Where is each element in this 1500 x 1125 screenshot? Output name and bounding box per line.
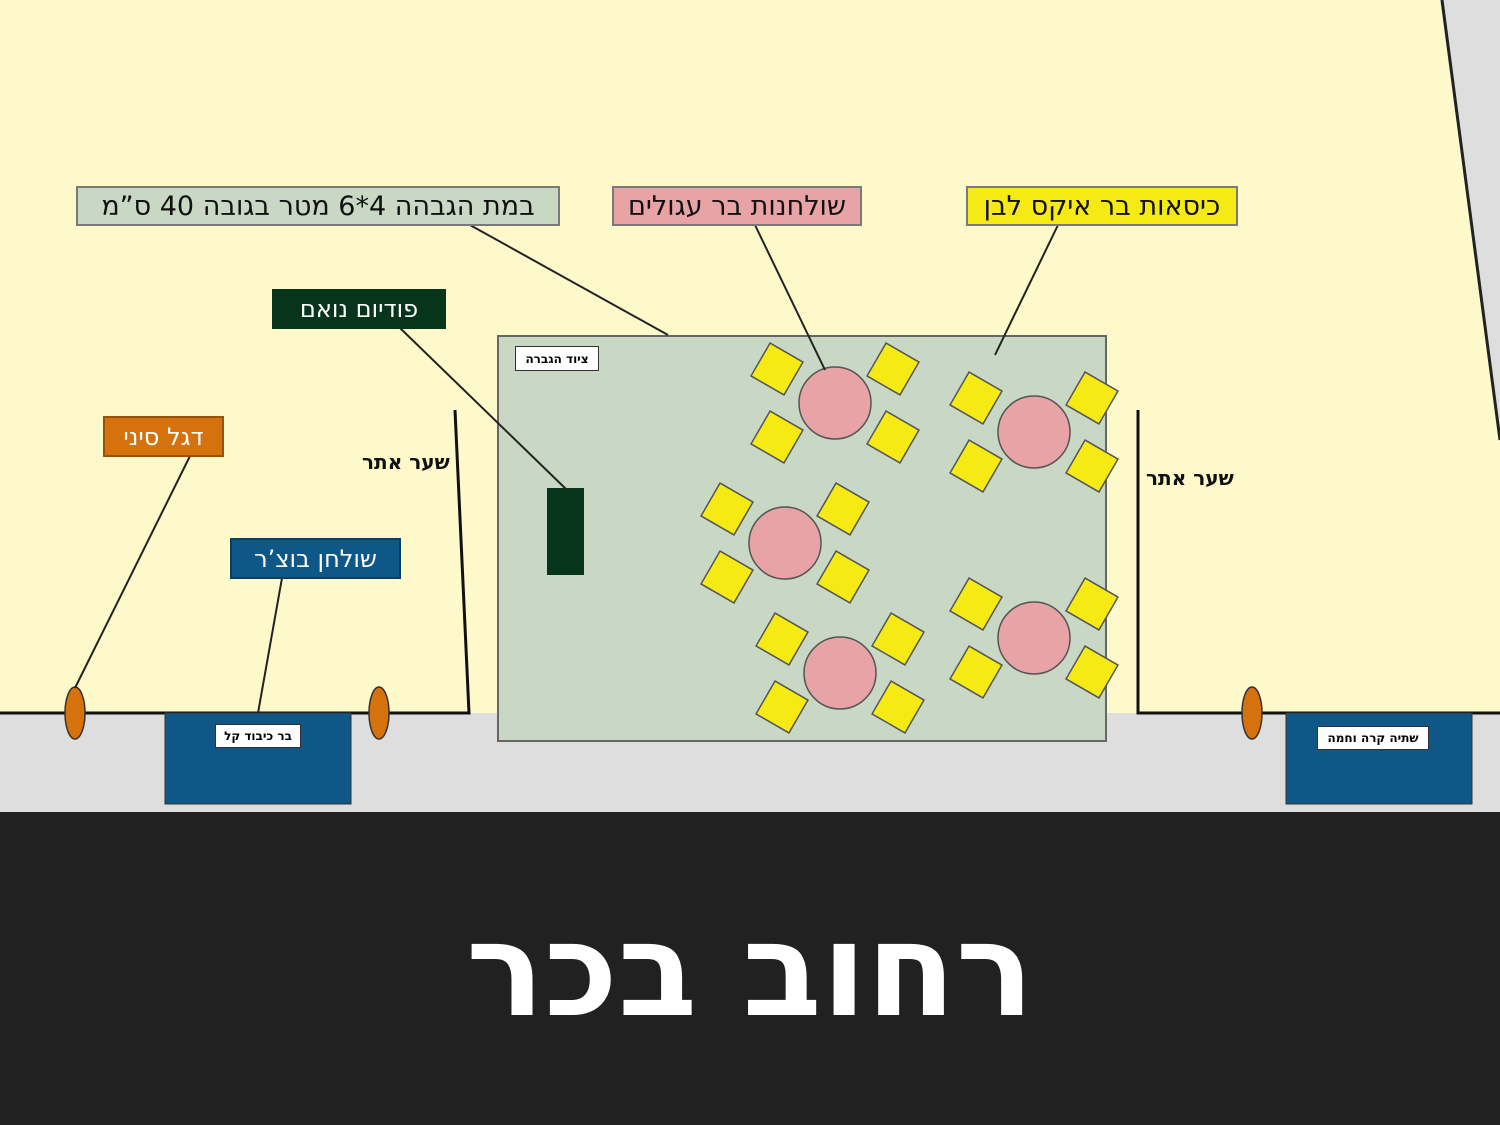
x-chair [700,482,754,536]
sign-light-bar: בר כיבוד קל [215,724,301,748]
round-bar-table [997,395,1071,469]
x-chair [755,612,809,666]
leader-line-tables [754,224,826,371]
x-chair [949,577,1003,631]
leader-line-flag [74,455,191,689]
x-chair [949,645,1003,699]
road [0,812,1500,1125]
sign-lift-equipment: ציוד הגברה [515,346,599,371]
x-chair [1065,577,1119,631]
x-chair [871,680,925,734]
round-bar-table [748,506,822,580]
fence-left [0,409,471,715]
leader-line-chairs [994,224,1059,356]
table-groups [700,342,1119,734]
x-chair [700,550,754,604]
round-bar-table [997,601,1071,675]
round-bar-table [798,366,872,440]
x-chair [1065,439,1119,493]
label-podium: פודיום נואם [272,289,446,329]
label-flag: דגל סיני [103,416,224,457]
x-chair [866,410,920,464]
label-round-tables: שולחנות בר עגולים [612,186,862,226]
x-chair [755,680,809,734]
label-stage: במת הגבהה 4*6 מטר בגובה 40 ס”מ [76,186,560,226]
x-chair [871,612,925,666]
street-name: רחוב בכר [466,894,1034,1046]
leader-line-butcher [257,577,283,714]
leader-line-stage [469,224,669,336]
x-chair [866,342,920,396]
x-chair [1065,371,1119,425]
x-chair [1065,645,1119,699]
sign-drinks: שתיה קרה וחמה [1317,726,1429,750]
fence-right [1136,410,1500,715]
leader-line-podium [399,327,568,491]
x-chair [949,439,1003,493]
flag-marker [1241,686,1263,740]
flag-marker [64,686,86,740]
round-bar-table [803,636,877,710]
x-chair [750,410,804,464]
podium [547,488,584,575]
gate-label-right: שער אתר [1146,466,1234,490]
x-chair [816,482,870,536]
x-chair [750,342,804,396]
label-butcher-table: שולחן בוצ’ר [230,538,401,579]
side-road-edge [1440,0,1500,441]
gate-label-left: שער אתר [362,450,450,474]
x-chair [949,371,1003,425]
flag-marker [368,686,390,740]
x-chair [816,550,870,604]
label-x-chairs: כיסאות בר איקס לבן [966,186,1238,226]
